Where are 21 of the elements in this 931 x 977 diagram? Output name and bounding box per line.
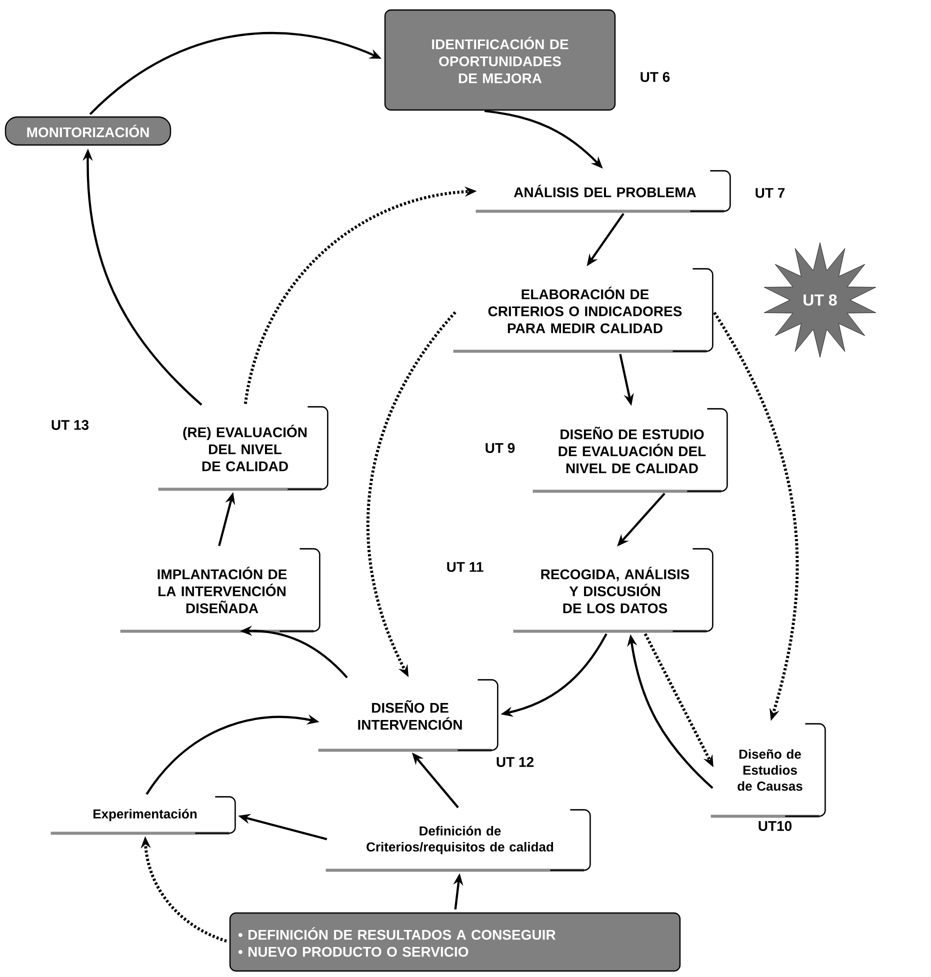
unit-label: UT 12 <box>496 757 534 767</box>
process-box: ELABORACIÓN DE CRITERIOS O INDICADORES PARA MEDIR CALIDAD <box>453 268 714 353</box>
process-box: Definición de Criterios/requisitos de calidad <box>326 809 591 872</box>
unit-label: UT10 <box>758 821 792 831</box>
unit-label: UT 7 <box>756 188 785 198</box>
unit-label: UT 11 <box>447 562 484 572</box>
unit-label: UT 13 <box>52 420 89 430</box>
process-box: IMPLANTACIÓN DE LA INTERVENCIÓN DISEÑADA <box>120 548 320 633</box>
process-box: (RE) EVALUACIÓN DEL NIVEL DE CALIDAD <box>158 406 328 491</box>
process-box: Experimentación <box>50 796 236 835</box>
process-box: DISEÑO DE INTERVENCIÓN <box>318 679 498 752</box>
unit-label: UT 9 <box>486 443 515 453</box>
process-box: ANÁLISIS DEL PROBLEMA <box>476 170 731 213</box>
process-box: DISEÑO DE ESTUDIO DE EVALUACIÓN DEL NIVEL DE CALIDAD <box>532 408 728 493</box>
process-box: Diseño de Estudios de Causas <box>710 723 826 818</box>
starburst: UT 8 <box>764 242 876 358</box>
unit-label: UT 6 <box>640 72 670 82</box>
title-box: MONITORIZACIÓN <box>4 116 172 146</box>
title-box: IDENTIFICACIÓN DE OPORTUNIDADES DE MEJORA <box>384 9 616 111</box>
input-box: • DEFINICIÓN DE RESULTADOS A CONSEGUIR • NUEVO PRODUCTO O SERVICIO <box>229 912 681 972</box>
process-box: RECOGIDA, ANÁLISIS Y DISCUSIÓN DE LOS DATOS <box>513 548 714 633</box>
